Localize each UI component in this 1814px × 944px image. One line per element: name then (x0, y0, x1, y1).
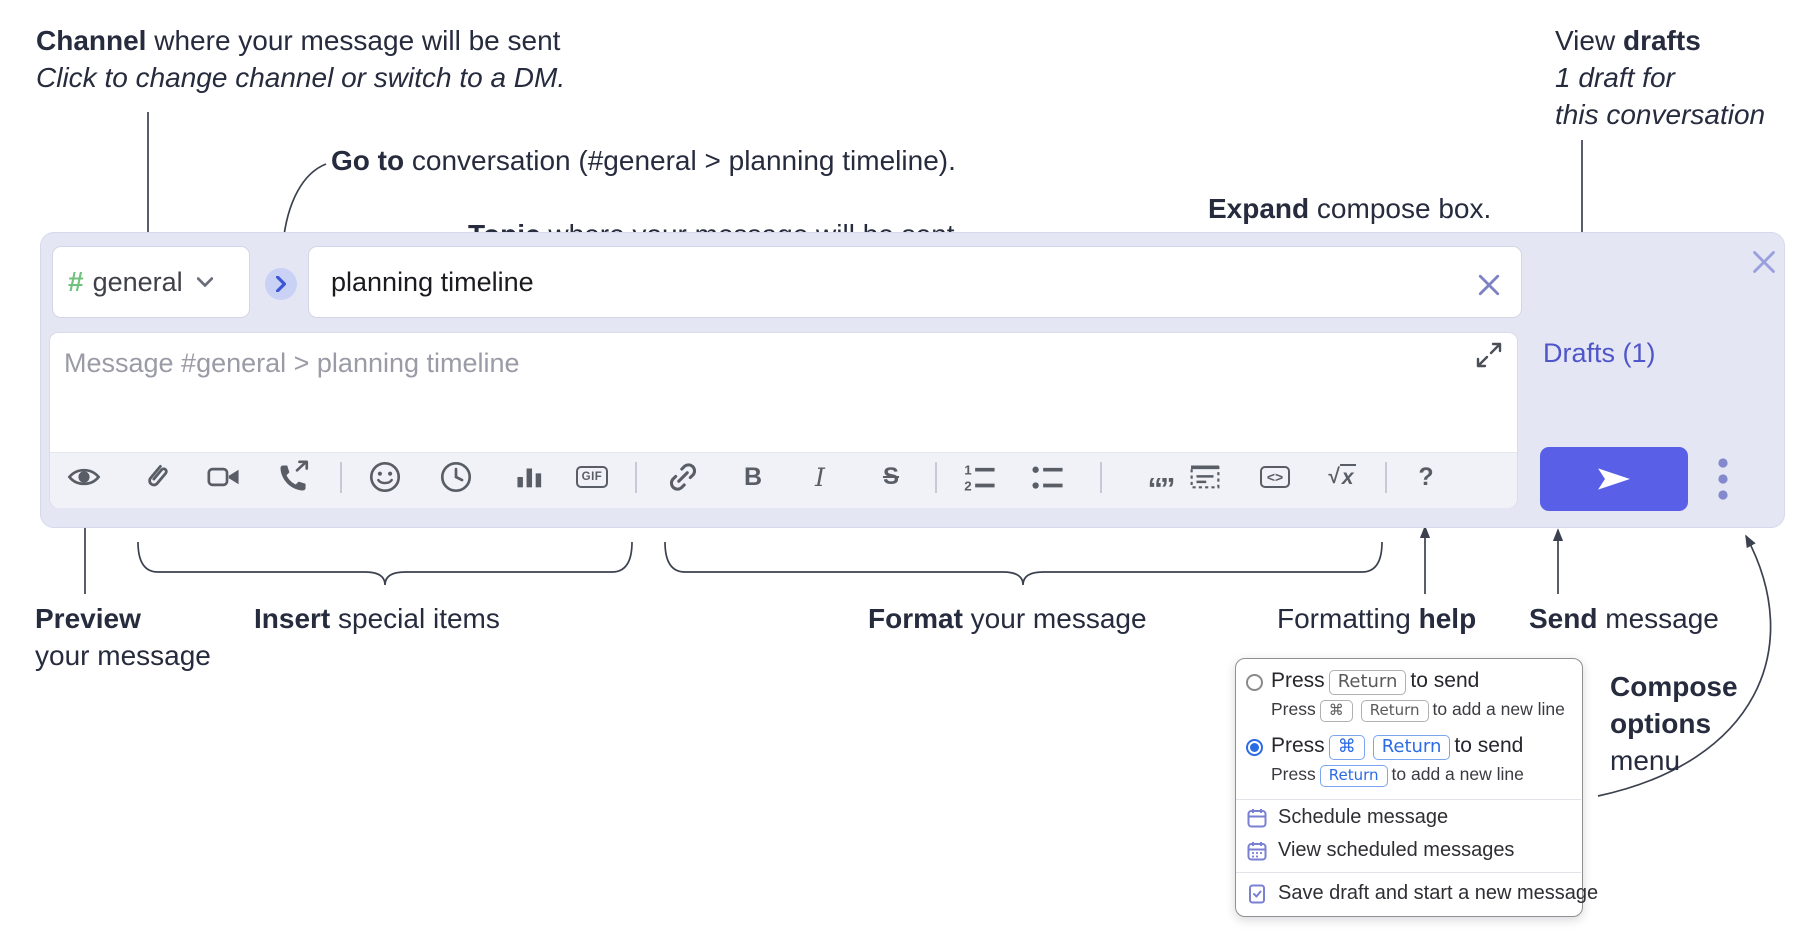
preview-annotation: Preview your message (35, 603, 211, 671)
toolbar-divider (635, 462, 637, 493)
menu-item-view-scheduled[interactable]: View scheduled messages (1246, 839, 1514, 862)
channel-selector[interactable]: # general (52, 246, 250, 318)
attach-file-icon[interactable] (140, 460, 174, 494)
math-icon[interactable]: √x (1328, 464, 1356, 489)
send-annotation: Send message (1529, 603, 1719, 634)
compose-options-button[interactable] (1706, 456, 1740, 502)
insert-annotation: Insert special items (254, 603, 500, 634)
return-key: Return (1372, 735, 1451, 760)
send-button[interactable] (1540, 447, 1688, 511)
expand-diagonal-icon (1476, 342, 1502, 368)
insert-brace (137, 541, 633, 586)
document-check-icon (1246, 883, 1268, 905)
video-call-icon[interactable] (207, 460, 241, 494)
gif-icon[interactable]: GIF (573, 460, 611, 494)
expand-annotation: Expand compose box. (1208, 193, 1492, 224)
italic-icon[interactable]: I (815, 462, 825, 492)
quote-icon[interactable]: “” (1147, 471, 1176, 506)
close-icon (1477, 273, 1501, 297)
chevron-right-icon (276, 276, 286, 292)
radio-return-to-send[interactable] (1246, 674, 1263, 691)
drafts-link[interactable]: Drafts (1) (1543, 338, 1656, 368)
channel-name: general (92, 266, 183, 297)
toolbar-divider (935, 462, 937, 493)
return-key: Return (1360, 700, 1429, 722)
bold-icon[interactable]: B (743, 462, 763, 491)
time-icon[interactable] (439, 460, 473, 494)
expand-compose-button[interactable] (1474, 340, 1504, 370)
menu-separator (1236, 872, 1581, 873)
menu-item-schedule-message[interactable]: Schedule message (1246, 806, 1448, 829)
channel-hash-icon: # (68, 266, 84, 297)
toolbar-divider (1385, 462, 1387, 493)
return-key: Return (1328, 670, 1407, 695)
emoji-icon[interactable] (368, 460, 402, 494)
message-formatting-help-icon[interactable]: ? (1418, 462, 1434, 491)
menu-item-save-draft[interactable]: Save draft and start a new message (1246, 882, 1598, 905)
poll-icon[interactable] (512, 460, 546, 494)
preview-icon[interactable] (67, 460, 101, 494)
link-icon[interactable] (666, 460, 700, 494)
compose-options-annotation: Compose options menu (1610, 671, 1738, 776)
goto-annotation: Go to conversation (#general > planning … (331, 145, 956, 176)
calendar-days-icon (1246, 840, 1268, 862)
channel-annotation: Channel where your message will be sent … (36, 25, 566, 93)
voice-call-icon[interactable] (277, 460, 311, 494)
return-key: Return (1319, 765, 1388, 787)
compose-toolbar (50, 452, 1517, 508)
close-icon (1751, 249, 1777, 275)
format-brace (664, 541, 1383, 586)
topic-input[interactable] (308, 246, 1522, 318)
strikethrough-icon[interactable]: S (882, 463, 899, 490)
format-annotation: Format your message (868, 603, 1147, 634)
send-icon (1597, 467, 1631, 491)
close-compose-button[interactable] (1750, 248, 1778, 276)
code-icon[interactable]: <> (1256, 460, 1294, 494)
vertical-dots-icon (1717, 458, 1729, 500)
message-input[interactable] (50, 334, 1484, 460)
toolbar-divider (340, 462, 342, 493)
menu-separator (1236, 799, 1581, 800)
clear-topic-button[interactable] (1476, 272, 1502, 298)
calendar-icon (1246, 807, 1268, 829)
view-drafts-annotation: View drafts 1 draft for this conversatio… (1555, 25, 1766, 130)
svg-text:1: 1 (964, 463, 972, 478)
cmd-key: ⌘ (1319, 700, 1353, 722)
go-to-conversation-button[interactable] (265, 268, 297, 300)
toolbar-divider (1100, 462, 1102, 493)
bulleted-list-icon[interactable] (1031, 460, 1065, 494)
compose-options-menu (1235, 658, 1583, 917)
cmd-key: ⌘ (1328, 735, 1365, 760)
chevron-down-icon (196, 277, 213, 287)
svg-text:2: 2 (964, 478, 971, 493)
spoiler-icon[interactable] (1188, 460, 1222, 494)
formatting-help-annotation: Formatting help (1277, 603, 1477, 634)
radio-cmd-return-to-send[interactable] (1246, 739, 1263, 756)
